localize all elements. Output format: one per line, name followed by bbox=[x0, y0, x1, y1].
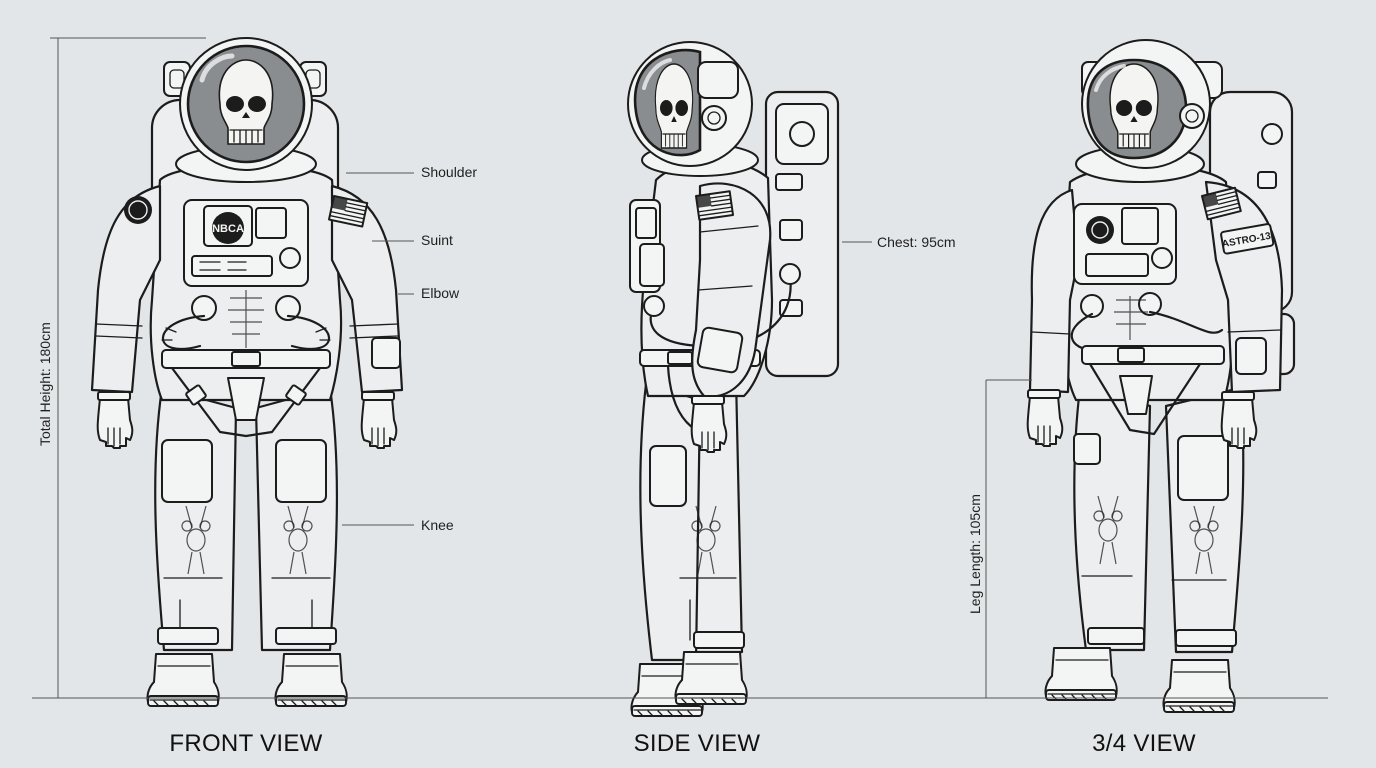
callout-elbow: Elbow bbox=[398, 285, 460, 301]
front-view-figure: NBCA bbox=[90, 37, 404, 707]
leg-length-dimension: Leg Length: 105cm bbox=[967, 379, 1032, 698]
callout-knee-label: Knee bbox=[421, 517, 454, 533]
leg-length-label: Leg Length: 105cm bbox=[967, 494, 983, 614]
total-height-dimension: Total Height: 180cm bbox=[37, 37, 206, 698]
callout-suint: Suint bbox=[372, 232, 453, 248]
callout-shoulder: Shoulder bbox=[346, 164, 477, 180]
callout-chest: Chest: 95cm bbox=[842, 234, 956, 250]
callout-chest-label: Chest: 95cm bbox=[877, 234, 956, 250]
three-quarter-view-figure: ASTRO-13 bbox=[1026, 39, 1296, 713]
callout-suint-label: Suint bbox=[421, 232, 453, 248]
three-quarter-view-label: 3/4 VIEW bbox=[1092, 730, 1196, 757]
side-view-figure bbox=[627, 41, 840, 717]
total-height-label: Total Height: 180cm bbox=[37, 322, 53, 446]
side-view-label: SIDE VIEW bbox=[634, 730, 761, 757]
callout-knee: Knee bbox=[342, 517, 454, 533]
nbca-logo-text: NBCA bbox=[212, 223, 244, 235]
front-view-label: FRONT VIEW bbox=[169, 730, 322, 757]
callout-shoulder-label: Shoulder bbox=[421, 164, 477, 180]
callout-elbow-label: Elbow bbox=[421, 285, 460, 301]
